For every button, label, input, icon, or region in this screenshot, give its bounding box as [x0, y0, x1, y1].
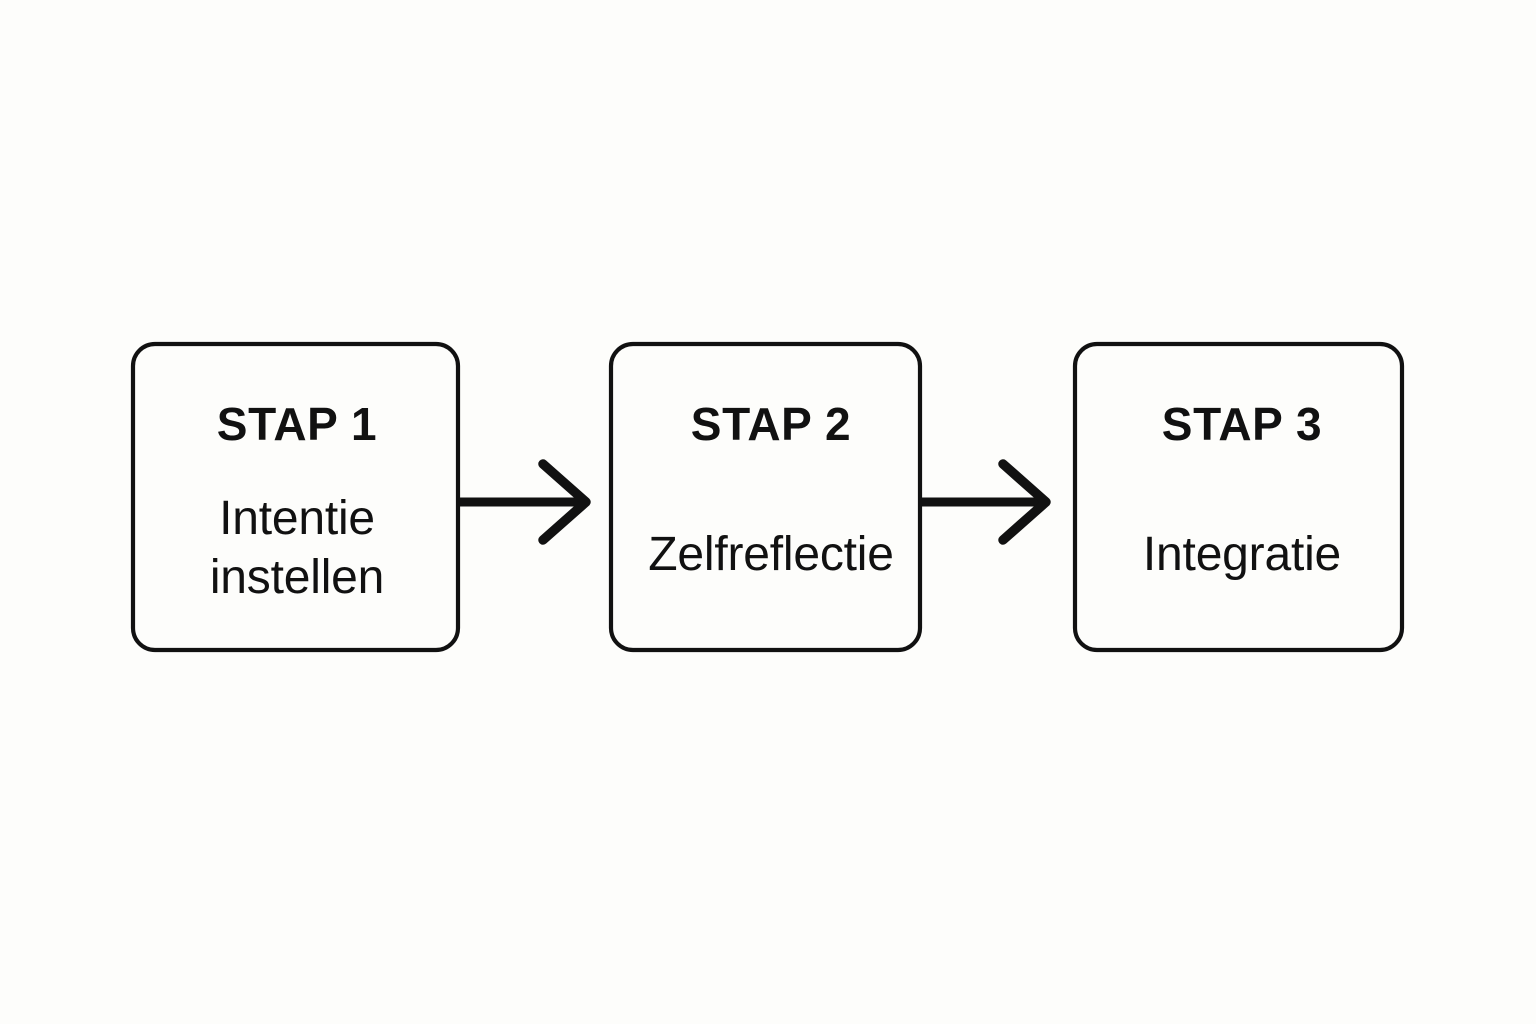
step-node-2[interactable]: STAP 2 Zelfreflectie	[608, 341, 923, 653]
step-3-title: STAP 3	[1162, 398, 1322, 450]
step-1-title: STAP 1	[217, 398, 377, 450]
connector-2-arrowhead-icon	[998, 459, 1051, 545]
step-node-1[interactable]: STAP 1 Intentie instellen	[130, 341, 461, 653]
step-node-3[interactable]: STAP 3 Integratie	[1072, 341, 1405, 653]
step-2-box[interactable]	[608, 341, 923, 653]
step-1-body-line-1: Intentie	[219, 492, 375, 545]
step-3-box[interactable]	[1072, 341, 1405, 653]
step-2-body-line-1: Zelfreflectie	[648, 528, 894, 581]
step-3-body-line-1: Integratie	[1143, 528, 1341, 581]
connector-arrow-2	[920, 459, 1051, 545]
connector-arrow-1	[458, 459, 591, 545]
connector-1-arrowhead-icon	[538, 459, 591, 545]
step-2-title: STAP 2	[691, 398, 851, 450]
step-1-box[interactable]	[130, 341, 461, 653]
step-1-body-line-2: instellen	[210, 551, 384, 604]
